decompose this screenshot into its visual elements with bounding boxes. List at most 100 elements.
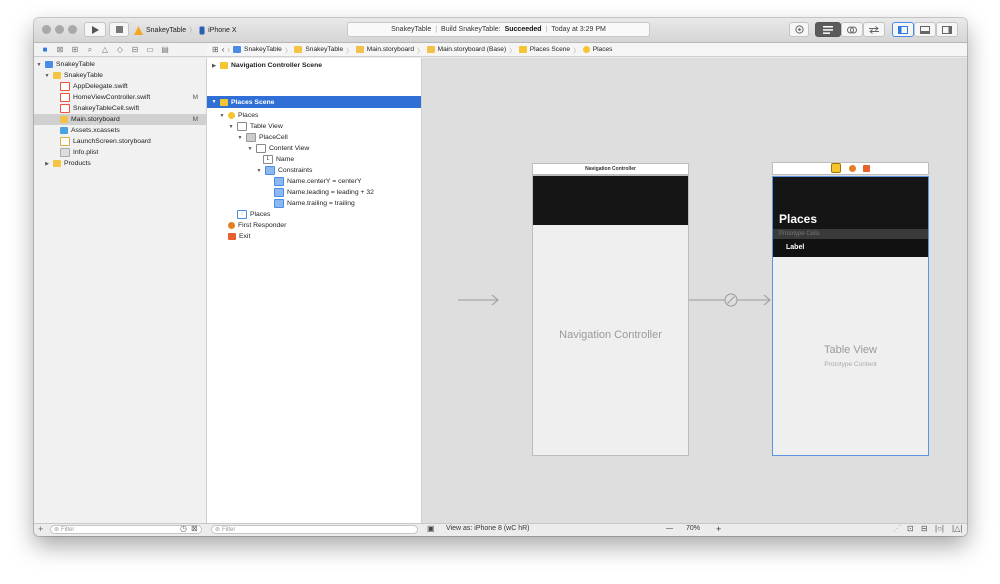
outline-scene-selected[interactable]: ▼ Places Scene [207,96,421,108]
toggle-inspector-button[interactable] [936,22,958,37]
view-as-device-button[interactable]: View as: iPhone 8 (wC hR) [446,525,530,532]
outline-item[interactable]: ▼ Constraints [256,165,416,176]
scheme-selector[interactable]: SnakeyTable 〉 iPhone X [134,23,237,37]
breadcrumb-storyboard-base[interactable]: Main.storyboard (Base) [437,46,507,53]
tree-item-file-selected[interactable]: Main.storyboard M [34,114,206,125]
storyboard-canvas[interactable]: Navigation Controller Navigation Control… [422,58,967,523]
embed-in-stack-icon[interactable]: ⊡ [907,524,914,533]
outline-label: Constraints [278,167,313,174]
tree-item-file[interactable]: Info.plist [60,147,206,158]
debug-navigator-icon[interactable]: ⊟ [131,45,139,54]
outline-item[interactable]: ▼ Content View [247,143,417,154]
update-frames-icon[interactable]: ⋰ [893,524,901,533]
zoom-in-button[interactable]: + [716,524,722,534]
zoom-window-button[interactable] [68,25,77,34]
disclosure-open-icon[interactable]: ▼ [44,72,50,79]
disclosure-open-icon[interactable]: ▼ [256,167,262,174]
minimize-window-button[interactable] [55,25,64,34]
outline-item[interactable]: First Responder [228,220,418,231]
exit-icon[interactable] [862,164,870,172]
tree-item-group[interactable]: ▼ SnakeyTable [44,70,204,81]
toggle-navigator-button[interactable] [892,22,914,37]
outline-item[interactable]: ▼ Places [219,110,419,121]
issue-navigator-icon[interactable]: △ [101,45,109,54]
back-arrow-icon[interactable]: ‹ [221,45,225,54]
tree-item-file[interactable]: AppDelegate.swift [60,81,206,92]
first-responder-icon[interactable] [848,164,856,172]
tree-item-file[interactable]: HomeViewController.swift M [60,92,206,103]
breadcrumb-storyboard[interactable]: Main.storyboard [366,46,415,53]
nav-controller-scene-dock[interactable]: Navigation Controller [532,163,689,175]
forward-arrow-icon[interactable]: › [227,45,231,54]
status-result: Succeeded [504,26,542,33]
run-button[interactable] [84,22,106,37]
chevron-right-icon: 〉 [573,47,580,55]
prototype-cell-label[interactable]: Label [773,239,928,257]
outline-item[interactable]: L Name [263,154,413,165]
disclosure-open-icon[interactable]: ▼ [228,123,234,130]
view-controller-icon[interactable] [831,163,842,173]
resolve-issues-icon[interactable]: |△| [952,524,963,533]
navigator-filter-field[interactable]: ⊚ Filter [50,525,202,534]
breadcrumb-group[interactable]: SnakeyTable [305,46,344,53]
tree-item-file[interactable]: Assets.xcassets [60,125,206,136]
add-constraints-icon[interactable]: |○| [935,524,944,533]
add-file-icon[interactable]: + [38,524,44,534]
tree-item-project[interactable]: ▼ SnakeyTable [36,59,206,70]
breadcrumb-controller[interactable]: Places [592,46,613,53]
status-prefix: Build SnakeyTable: [441,26,501,33]
test-navigator-icon[interactable]: ◇ [116,45,124,54]
recent-files-icon[interactable]: ◷ [180,524,187,533]
disclosure-open-icon[interactable]: ▼ [237,134,243,141]
related-items-icon[interactable]: ⊞ [212,45,219,54]
disclosure-closed-icon[interactable]: ▶ [212,62,216,69]
report-navigator-icon[interactable]: ▤ [161,45,169,54]
zoom-level: 70% [686,525,701,532]
breakpoint-navigator-icon[interactable]: ▭ [146,45,154,54]
find-navigator-icon[interactable]: ⌕ [87,44,93,54]
disclosure-open-icon[interactable]: ▼ [247,145,253,152]
close-window-button[interactable] [42,25,51,34]
zoom-out-button[interactable]: — [666,525,673,532]
chevron-right-icon: 〉 [346,47,353,55]
align-icon[interactable]: ⊟ [921,524,928,533]
stop-icon [115,26,123,33]
outline-filter-field[interactable]: ⊚ Filter [211,525,418,534]
outline-scene[interactable]: ▶ Navigation Controller Scene [211,60,421,71]
disclosure-closed-icon[interactable]: ▶ [45,160,49,167]
stop-button[interactable] [109,22,129,37]
outline-item[interactable]: ▼ Table View [228,121,418,132]
version-editor-button[interactable] [863,22,885,37]
right-panel-icon [942,25,952,34]
places-scene-dock[interactable] [772,162,929,175]
library-button[interactable] [789,22,809,37]
outline-constraint[interactable]: Name.trailing = trailing [274,198,414,209]
outline-item[interactable]: ▼ PlaceCell [237,132,417,143]
places-scene[interactable]: Places Prototype Cells Label Table View … [772,176,929,456]
navigation-controller-scene[interactable]: Navigation Controller [532,175,689,456]
project-navigator-icon[interactable]: ■ [42,45,48,54]
outline-item[interactable]: ‹ Places [237,209,417,220]
library-icon [794,25,804,34]
outline-constraint[interactable]: Name.centerY = centerY [274,176,414,187]
tree-item-group[interactable]: ▶ Products [44,158,204,169]
source-control-navigator-icon[interactable]: ⊠ [56,45,64,54]
assistant-editor-button[interactable] [841,22,863,37]
breadcrumb-scene[interactable]: Places Scene [529,46,571,53]
outline-filter-placeholder: Filter [222,526,236,533]
outline-item[interactable]: Exit [228,231,418,242]
symbol-navigator-icon[interactable]: ⊞ [71,45,79,54]
tree-item-file[interactable]: LaunchScreen.storyboard [60,136,206,147]
outline-constraint[interactable]: Name.leading = leading + 32 [274,187,414,198]
tree-item-file[interactable]: SnakeyTableCell.swift [60,103,206,114]
source-control-filter-icon[interactable]: ⊠ [191,524,198,533]
view-controller-icon [582,46,590,53]
breadcrumb-project[interactable]: SnakeyTable [244,46,282,53]
disclosure-open-icon[interactable]: ▼ [211,99,217,105]
disclosure-open-icon[interactable]: ▼ [219,112,225,119]
tree-item-label: SnakeyTable [56,61,95,68]
standard-editor-button[interactable] [815,22,841,37]
toggle-outline-icon[interactable]: ▣ [427,524,435,533]
toggle-debug-area-button[interactable] [914,22,936,37]
disclosure-open-icon[interactable]: ▼ [36,61,42,68]
